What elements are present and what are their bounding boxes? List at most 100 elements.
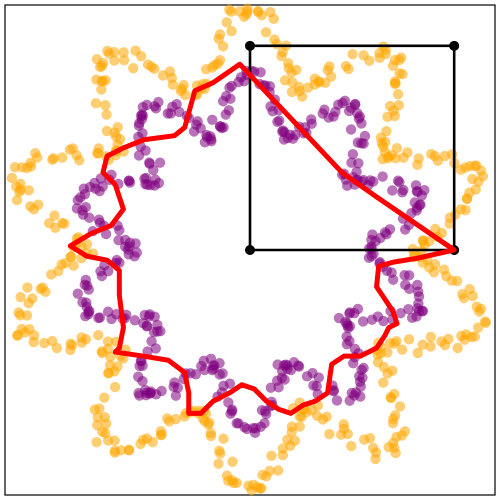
inner-point [256,405,268,416]
outer-point [302,82,314,93]
outer-point [56,152,68,163]
outer-point [460,204,471,216]
inner-point [403,304,414,315]
outer-point [9,162,21,173]
inner-point [150,343,161,354]
outer-point [382,347,393,358]
inner-point [409,197,420,208]
inner-point [231,418,242,429]
outer-point [142,59,154,70]
outer-point [59,218,70,229]
outer-point [380,136,391,148]
inner-point [100,228,112,240]
inner-point [331,395,343,406]
inner-point [353,158,364,169]
outer-point [294,86,305,97]
outer-point [221,17,232,28]
inner-point [355,391,366,402]
inner-point [313,372,324,383]
outer-point [374,52,385,63]
inner-point [352,303,364,315]
outer-point [342,428,353,440]
inner-point [346,387,357,399]
outer-point [214,29,226,40]
outer-point [97,426,108,438]
outer-point [425,341,436,352]
outer-point [28,330,40,341]
outer-point [397,344,408,355]
inner-point [123,249,134,260]
outer-point [396,430,408,441]
inner-point [265,382,277,393]
inner-point [137,376,148,387]
inner-point [279,374,290,385]
outer-point [452,342,463,354]
outer-point [271,38,282,50]
inner-point [387,185,398,196]
outer-point [279,75,291,86]
inner-point [342,320,353,331]
outer-point [215,448,226,459]
inner-point [250,423,261,434]
inner-point [417,305,428,316]
inner-point [119,241,131,252]
outer-point [166,72,178,84]
outer-point [265,6,276,18]
outer-point [200,63,212,75]
outer-point [12,329,23,341]
outer-point [25,161,37,172]
outer-point [324,428,335,440]
outer-point [217,41,229,52]
outer-point [436,227,447,239]
outer-point [394,401,406,412]
inner-point [378,315,389,327]
inner-point [349,343,361,355]
outer-point [370,453,381,465]
outer-point [178,79,189,91]
outer-star-scatter [6,3,492,496]
outer-point [110,131,122,142]
inner-point [400,279,411,291]
inner-point [224,378,236,389]
outer-point [347,48,358,60]
inner-point [150,103,162,114]
outer-point [246,484,257,496]
outer-point [100,418,112,430]
outer-point [294,421,305,432]
inner-point [152,326,163,337]
outer-point [234,6,245,17]
inner-point [345,124,357,135]
outer-point [103,368,114,379]
inner-point [226,80,237,92]
inner-point [367,229,378,240]
inner-point [169,377,180,388]
outer-point [99,392,110,403]
inner-point [352,137,364,148]
inner-point [328,386,339,397]
square-corner-marker [245,40,255,51]
outer-point [109,381,121,393]
outer-point [23,185,34,196]
inner-point [137,128,148,139]
outer-point [96,84,107,95]
outer-point [389,76,401,87]
outer-point [102,343,114,354]
outer-point [429,259,441,270]
outer-point [457,288,468,300]
outer-point [119,54,130,66]
outer-point [39,337,50,349]
outer-point [128,63,139,74]
outer-point [17,162,28,173]
outer-point [40,286,51,297]
inner-point [214,369,225,380]
inner-point [72,195,83,206]
outer-point [260,27,272,38]
outer-point [76,337,88,348]
outer-point [101,125,113,137]
inner-point [106,313,117,325]
red-path [67,61,457,416]
outer-point [157,70,169,81]
inner-point [72,288,84,299]
outer-point [464,187,475,198]
inner-point [134,390,145,401]
